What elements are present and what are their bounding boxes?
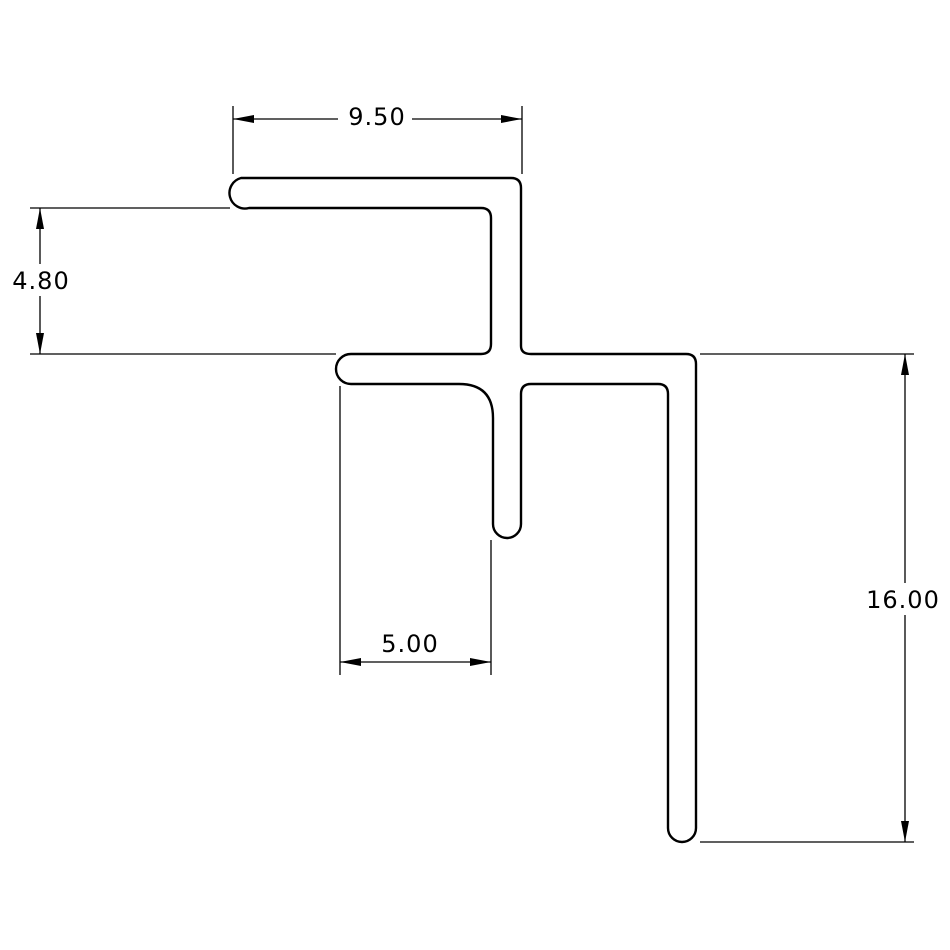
dimension-left-height: 4.80: [8, 207, 336, 355]
arrowhead-down: [36, 333, 44, 354]
arrowhead-up: [901, 354, 909, 375]
arrowhead-up: [36, 208, 44, 229]
dimension-label-top-width: 9.50: [348, 103, 405, 131]
dimension-top-width: 9.50: [232, 102, 523, 174]
arrowhead-down: [901, 821, 909, 842]
dimension-right-height: 16.00: [700, 353, 948, 843]
extrusion-profile: [228, 176, 698, 844]
arrowhead-right: [470, 658, 491, 666]
dimension-label-left-height: 4.80: [12, 267, 69, 295]
dimension-label-bottom-width: 5.00: [381, 630, 438, 658]
dimension-bottom-width: 5.00: [339, 386, 492, 675]
arrowhead-left: [340, 658, 361, 666]
arrowhead-right: [501, 115, 522, 123]
dimension-label-right-height: 16.00: [866, 586, 940, 614]
arrowhead-left: [233, 115, 254, 123]
